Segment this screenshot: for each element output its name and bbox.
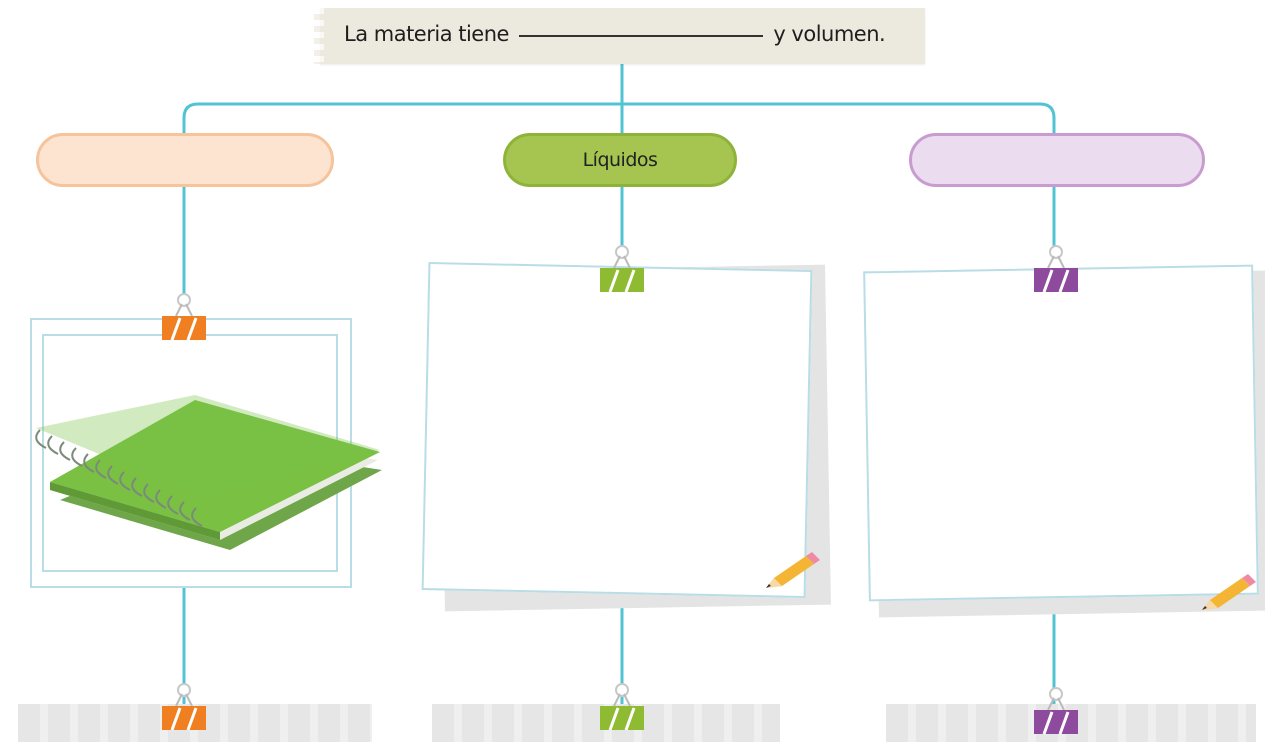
banner-text-start: La materia tiene <box>344 22 509 46</box>
category-pill-solids[interactable] <box>36 133 334 187</box>
category-pill-gases[interactable] <box>909 133 1205 187</box>
pencil-icon <box>1202 574 1256 610</box>
banner-sentence: La materia tiene y volumen. <box>344 22 886 46</box>
note-card-right[interactable] <box>863 264 1259 602</box>
question-banner: La materia tiene y volumen. <box>314 8 925 64</box>
notebook-image <box>35 395 382 550</box>
binder-clip-icon <box>162 683 206 731</box>
binder-clip-icon <box>600 683 644 731</box>
binder-clip-icon <box>600 245 644 293</box>
note-card-middle[interactable] <box>421 262 813 598</box>
binder-clip-icon <box>1034 245 1078 293</box>
pencil-icon <box>766 552 820 588</box>
category-pill-liquids[interactable]: Líquidos <box>503 133 737 187</box>
fill-in-blank[interactable] <box>519 35 764 37</box>
binder-clip-icon <box>162 293 206 341</box>
binder-clip-icon <box>1034 687 1078 735</box>
category-label: Líquidos <box>582 149 658 171</box>
banner-text-end: y volumen. <box>773 22 886 46</box>
